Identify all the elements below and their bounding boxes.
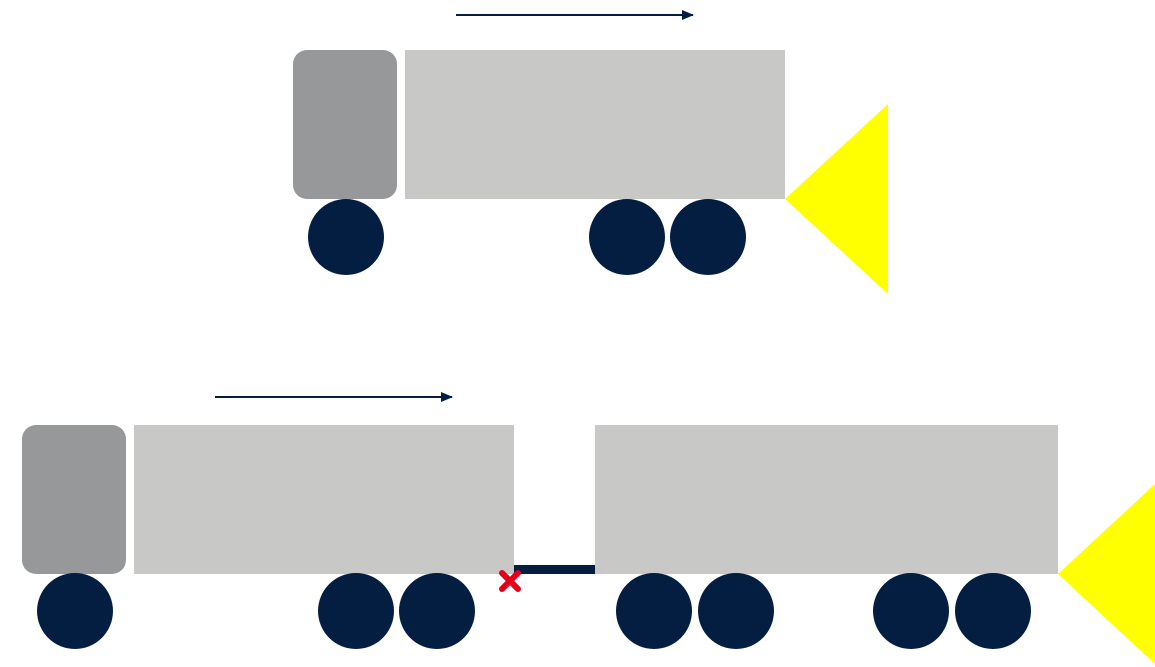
- trailer: [595, 425, 1058, 649]
- trailer-wheel: [955, 573, 1031, 649]
- truck-with-trailer: [22, 397, 1155, 664]
- tractor-unit: [22, 425, 514, 649]
- trailer-cargo-body: [595, 425, 1058, 574]
- headlight-beam-icon: [1058, 484, 1155, 664]
- truck-cargo-body: [405, 50, 785, 199]
- rear-wheel: [399, 573, 475, 649]
- rigid-truck: [293, 15, 888, 294]
- truck-cab: [22, 425, 126, 574]
- trailer-coupling-bar: [514, 565, 595, 574]
- x-mark-icon: [502, 573, 518, 589]
- headlight-beam-icon: [785, 104, 888, 294]
- trailer-wheel: [616, 573, 692, 649]
- rear-wheel: [670, 199, 746, 275]
- truck-cargo-body: [134, 425, 514, 574]
- rear-wheel: [318, 573, 394, 649]
- trailer-wheel: [873, 573, 949, 649]
- trailer-wheel: [698, 573, 774, 649]
- front-wheel: [37, 573, 113, 649]
- front-wheel: [308, 199, 384, 275]
- rear-wheel: [589, 199, 665, 275]
- truck-cab: [293, 50, 397, 199]
